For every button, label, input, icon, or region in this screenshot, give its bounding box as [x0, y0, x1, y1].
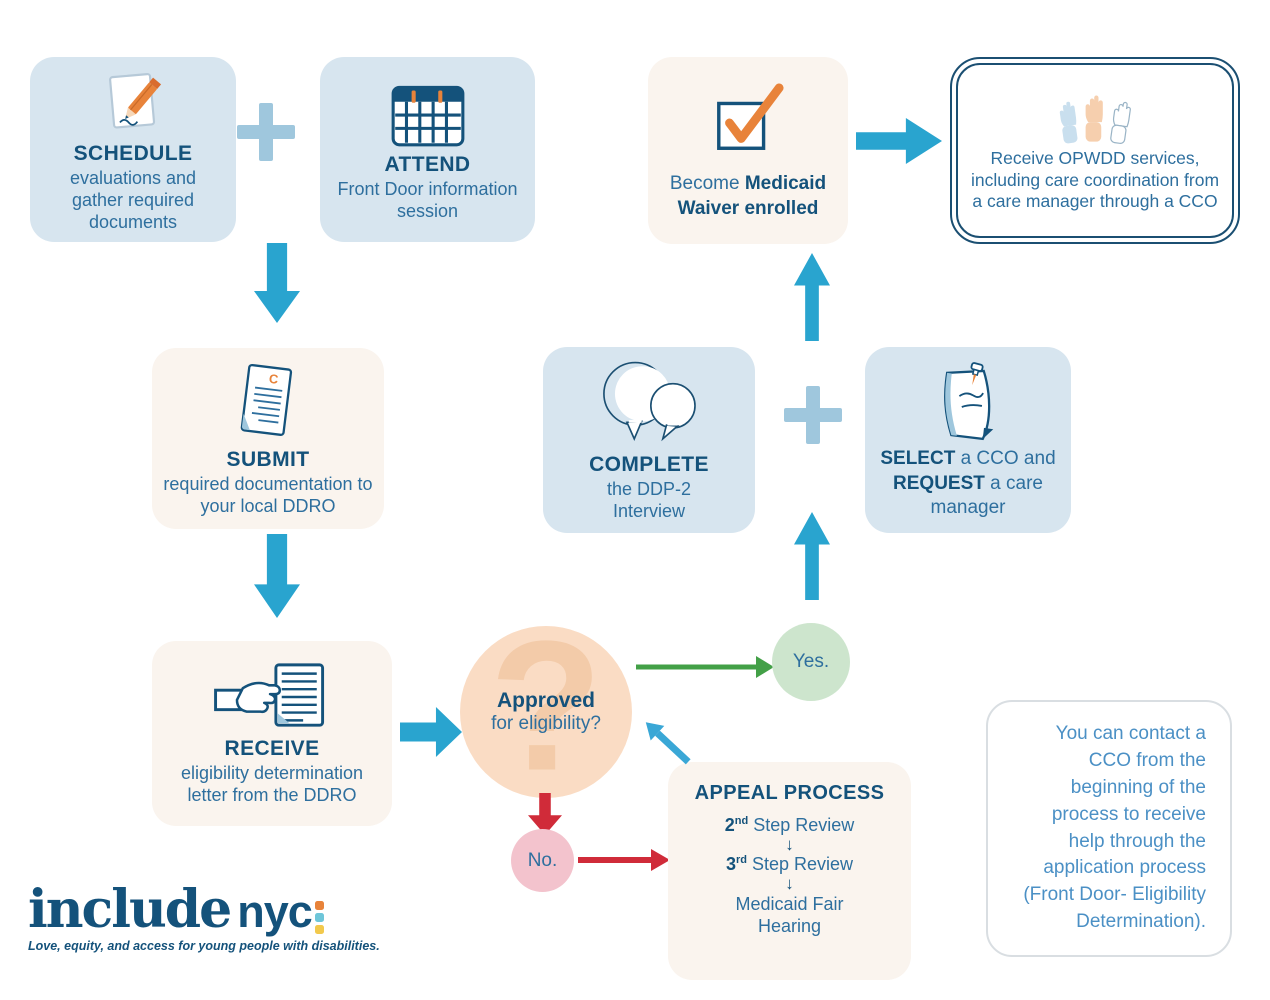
no-label: No.: [527, 849, 558, 871]
approved-label: Approved: [496, 689, 595, 712]
includenyc-logo: include nyc Love, equity, and access for…: [28, 879, 380, 954]
attend-title: ATTEND: [384, 152, 471, 176]
pinned-note-icon: [944, 362, 994, 441]
submit-step-box: C SUBMIT required documentation to your …: [152, 348, 384, 529]
receive-step-box: RECEIVE eligibility determination letter…: [152, 641, 392, 826]
hand-letter-icon: [214, 662, 325, 727]
schedule-title: SCHEDULE: [73, 142, 193, 166]
arrow-right-icon: [400, 707, 462, 757]
logo-word-nyc: nyc: [237, 886, 313, 937]
logo-word-include: include: [28, 879, 232, 940]
yes-label: Yes.: [792, 651, 830, 672]
schedule-desc: evaluations and gather required document…: [69, 168, 197, 233]
svg-text:C: C: [268, 370, 279, 386]
attend-desc: Front Door information session: [337, 178, 518, 221]
appeal-title: APPEAL PROCESS: [694, 782, 885, 804]
approved-decision-circle: ? Approved for eligibility?: [460, 626, 632, 798]
appeal-step-3rd-review: 3rd Step Review: [725, 853, 854, 874]
logo-tagline: Love, equity, and access for young peopl…: [28, 939, 380, 953]
arrow-up-icon: [794, 512, 830, 600]
for-eligibility-label: for eligibility?: [491, 713, 601, 734]
plus-icon: [784, 386, 842, 444]
opwdd-services-box: Receive OPWDD services, including care c…: [950, 57, 1240, 244]
arrow-right-icon: [856, 118, 942, 164]
down-arrow-glyph: ↓: [785, 873, 794, 893]
question-mark-watermark: ?: [489, 626, 603, 798]
complete-step-box: COMPLETE the DDP-2 Interview: [543, 347, 755, 533]
down-arrow-glyph: ↓: [785, 835, 794, 854]
become-enrolled-box: Become Medicaid Waiver enrolled: [648, 57, 848, 244]
schedule-step-box: SCHEDULE evaluations and gather required…: [30, 57, 236, 242]
arrow-up-icon: [794, 253, 830, 341]
document-icon: C: [240, 363, 293, 436]
become-desc: Become Medicaid Waiver enrolled: [669, 172, 827, 219]
arrow-down-icon: [254, 243, 300, 323]
yes-circle: Yes.: [772, 623, 850, 701]
no-circle: No.: [511, 829, 574, 892]
submit-desc: required documentation to your local DDR…: [163, 473, 373, 516]
select-step-box: SELECT a CCO and REQUEST a care manager: [865, 347, 1071, 533]
receive-desc: eligibility determination letter from th…: [180, 762, 364, 805]
raised-hands-icon: [1059, 95, 1131, 145]
opwdd-services-inner: Receive OPWDD services, including care c…: [956, 63, 1234, 238]
appeal-retry-arrow-icon: [638, 714, 695, 769]
plus-icon: [237, 103, 295, 161]
receive-title: RECEIVE: [224, 736, 320, 760]
calendar-icon: [391, 85, 464, 146]
opwdd-desc: Receive OPWDD services, including care c…: [970, 148, 1220, 212]
paper-pencil-icon: [109, 73, 162, 129]
select-desc: SELECT a CCO and REQUEST a care manager: [880, 447, 1056, 519]
appeal-step-2nd-review: 2nd Step Review: [724, 815, 855, 835]
checkbox-icon: [717, 83, 784, 150]
appeal-step-fair-hearing: Medicaid Fair Hearing: [735, 893, 844, 937]
submit-title: SUBMIT: [226, 447, 310, 471]
green-yes-arrow-icon: [636, 656, 774, 678]
arrow-down-icon: [254, 534, 300, 618]
red-appeal-arrow-icon: [578, 849, 670, 871]
attend-step-box: ATTEND Front Door information session: [320, 57, 535, 242]
cco-contact-note-text: You can contact a CCO from the beginning…: [1023, 722, 1206, 933]
complete-desc: the DDP-2 Interview: [606, 479, 692, 521]
speech-bubbles-icon: [603, 361, 696, 442]
appeal-process-box: APPEAL PROCESS 2nd Step Review ↓ 3rd Ste…: [668, 762, 911, 980]
logo-colon-dots-icon: [314, 900, 324, 934]
complete-title: COMPLETE: [589, 453, 709, 477]
cco-contact-note-box: You can contact a CCO from the beginning…: [986, 700, 1232, 957]
